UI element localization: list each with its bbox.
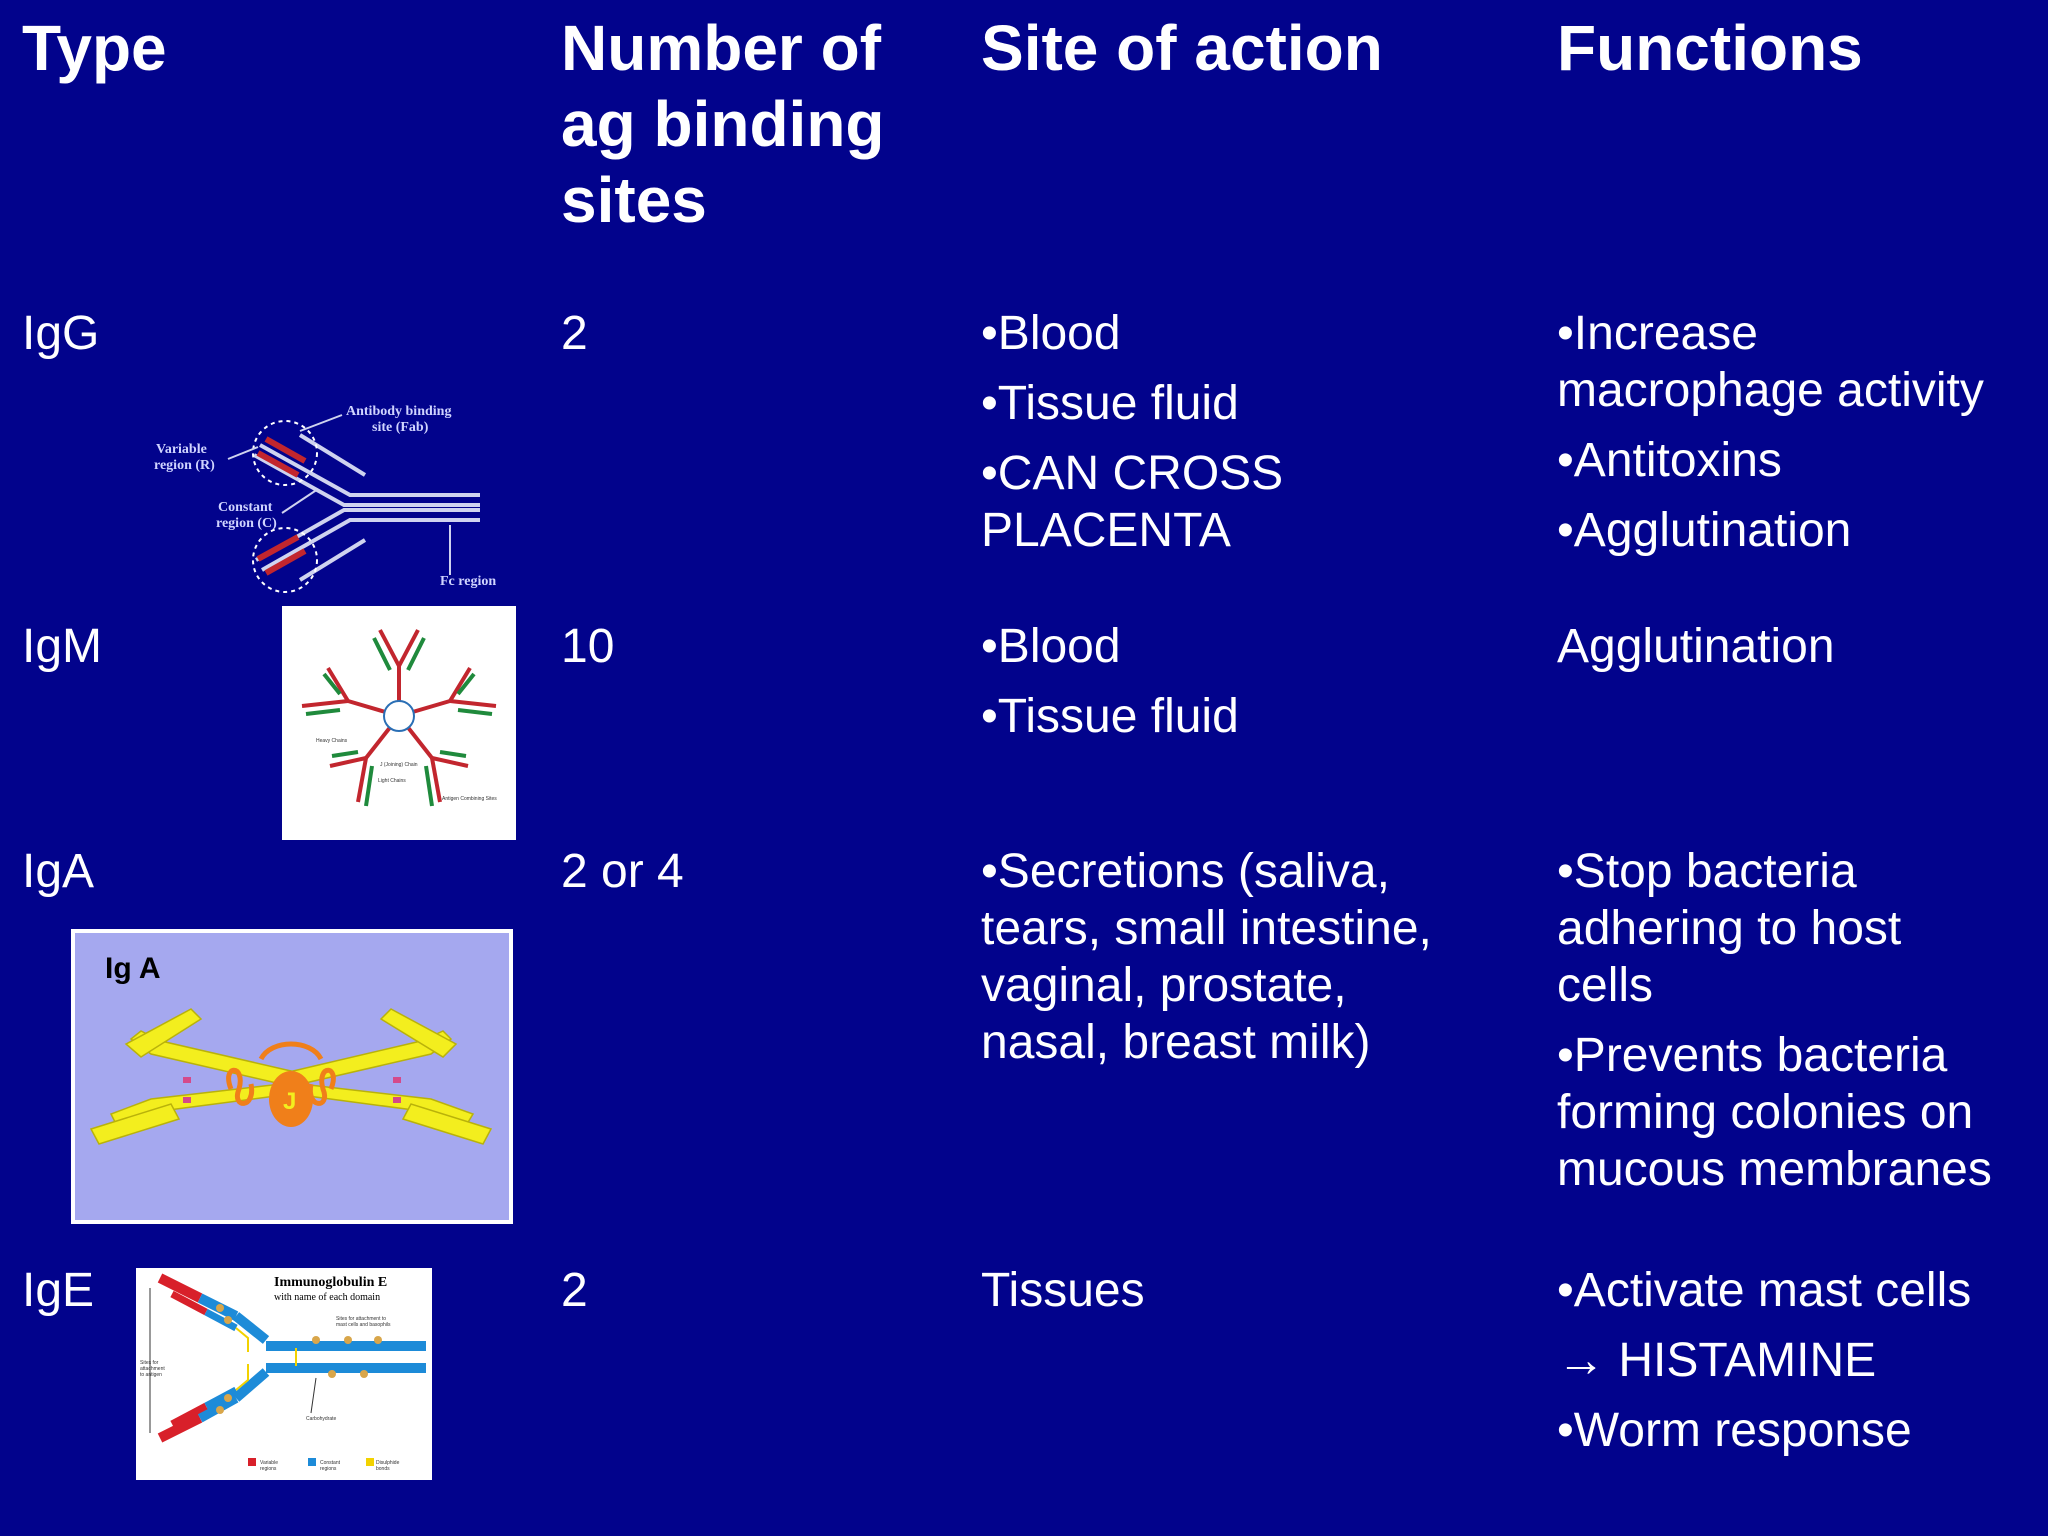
list-item: nasal, breast milk) [981,1016,1371,1069]
header-site-of-action: Site of action [981,12,1383,84]
list-item: PLACENTA [981,504,1231,557]
igg-label: region (C) [216,516,277,531]
ige-legend-label: Constant [320,1460,341,1466]
list-item: •Tissue fluid [981,690,1239,743]
list-item: Agglutination [1557,620,1835,673]
row-ige-type: IgE [22,1264,95,1317]
list-item: •Stop bacteria [1557,845,1857,898]
ige-legend-label: Variable [260,1460,278,1466]
igm-label: Antigen Combining Sites [442,796,497,802]
row-igm-sites: 10 [561,620,615,673]
list-item: macrophage activity [1557,364,1984,417]
list-item: mucous membranes [1557,1143,1992,1196]
ige-label: Sites for [140,1360,159,1366]
ige-domain-diagram: Immunoglobulin E with name of each domai… [136,1268,432,1480]
ige-title: Immunoglobulin E [274,1275,387,1290]
header-binding-line2: ag binding [561,88,885,160]
row-iga-type: IgA [22,845,95,898]
row-igm-site-of-action: •Blood •Tissue fluid [981,618,1239,745]
list-item: Tissues [981,1264,1145,1317]
list-item: •Activate mast cells [1557,1264,1972,1317]
list-item: •Tissue fluid [981,377,1239,430]
ige-label: Sites for attachment to [336,1316,386,1322]
header-type: Type [22,12,167,84]
ige-label: to antigen [140,1372,162,1378]
row-iga-sites: 2 or 4 [561,845,684,898]
ige-label: mast cells and basophils [336,1322,391,1328]
row-igm-type: IgM [22,620,103,673]
igg-antibody-diagram: Antibody binding site (Fab) Variable reg… [154,404,496,593]
list-item: cells [1557,959,1654,1012]
list-item: •Antitoxins [1557,434,1782,487]
row-igg-functions: •Increase macrophage activity •Antitoxin… [1557,305,1984,559]
ige-legend-label: regions [260,1466,277,1472]
header-binding-line3: sites [561,164,707,236]
row-ige-functions: •Activate mast cells → HISTAMINE •Worm r… [1557,1262,1971,1459]
ige-legend-label: bonds [376,1466,390,1472]
list-item: tears, small intestine, [981,902,1432,955]
row-igg-site-of-action: •Blood •Tissue fluid •CAN CROSS PLACENTA [981,305,1283,559]
igm-pentamer-diagram: Heavy Chains J (Joining) Chain Light Cha… [282,606,516,840]
header-binding-sites: Number of ag binding sites [561,10,885,238]
igg-label: Antibody binding [346,404,451,419]
header-functions: Functions [1557,12,1863,84]
row-ige-sites: 2 [561,1264,588,1317]
ige-legend-label: regions [320,1466,337,1472]
igg-label: region (R) [154,458,215,473]
list-item: •Prevents bacteria [1557,1029,1948,1082]
list-item: •Blood [981,307,1121,360]
list-item: •Blood [981,620,1121,673]
list-item: adhering to host [1557,902,1902,955]
ige-label: Carbohydrate [306,1416,337,1422]
ige-legend-label: Disulphide [376,1460,400,1466]
list-item: •CAN CROSS [981,447,1284,500]
igg-label: Variable [156,442,207,457]
row-igg-type: IgG [22,307,100,360]
iga-dimer-diagram: Ig A J [71,929,513,1224]
list-item: forming colonies on [1557,1086,1974,1139]
igm-label: Heavy Chains [316,738,348,744]
row-iga-functions: •Stop bacteria adhering to host cells •P… [1557,843,1992,1198]
row-iga-site-of-action: •Secretions (saliva, tears, small intest… [981,843,1432,1071]
igg-label: Fc region [440,574,496,589]
igg-label: Constant [218,500,273,515]
list-item: •Worm response [1557,1404,1912,1457]
list-item: vaginal, prostate, [981,959,1347,1012]
igm-label: Light Chains [378,778,406,784]
list-item: •Increase [1557,307,1758,360]
row-igg-sites: 2 [561,307,588,360]
igg-label: site (Fab) [372,420,429,435]
row-ige-site-of-action: Tissues [981,1262,1145,1319]
row-igm-functions: Agglutination [1557,618,1835,675]
iga-panel-title: Ig A [105,952,161,985]
list-item: •Secretions (saliva, [981,845,1390,898]
igm-label: J (Joining) Chain [380,762,418,768]
ige-label: attachment [140,1366,165,1372]
list-item: •Agglutination [1557,504,1852,557]
iga-j-chain-label: J [283,1088,296,1115]
header-binding-line1: Number of [561,12,881,84]
ige-subtitle: with name of each domain [274,1292,380,1303]
list-item: → HISTAMINE [1557,1334,1877,1387]
